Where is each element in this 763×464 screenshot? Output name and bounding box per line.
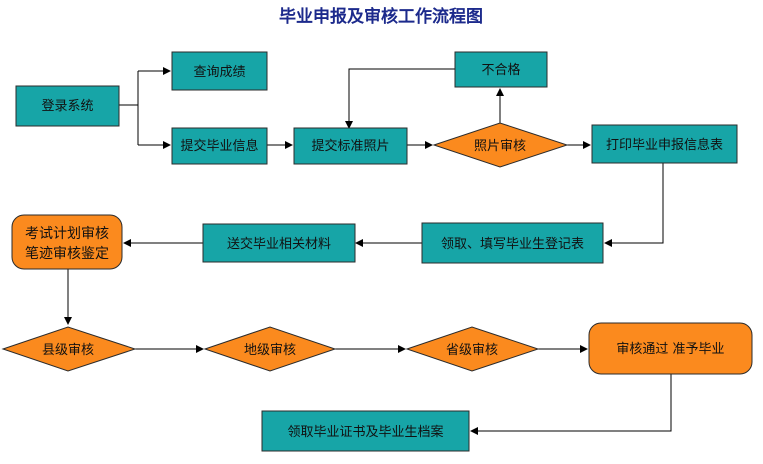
arrow-to-receive-certificate — [470, 374, 672, 435]
node-submit-grad-info: 提交毕业信息 — [171, 127, 268, 165]
node-print-form-label: 打印毕业申报信息表 — [606, 137, 723, 153]
arrow-back-to-submit-photo — [345, 68, 455, 129]
node-exam-plan: 考试计划审核 笔迹审核鉴定 — [11, 214, 123, 270]
node-prefecture-review-label: 地级审核 — [244, 343, 296, 358]
node-print-form: 打印毕业申报信息表 — [591, 124, 738, 164]
node-send-materials-label: 送交毕业相关材料 — [227, 236, 331, 252]
node-province-review: 省级审核 — [405, 326, 540, 372]
node-photo-review-label: 照片审核 — [474, 139, 526, 154]
node-query-scores-label: 查询成绩 — [193, 65, 245, 80]
node-province-review-label: 省级审核 — [446, 343, 498, 358]
node-receive-certificate: 领取毕业证书及毕业生档案 — [261, 410, 470, 452]
node-send-materials: 送交毕业相关材料 — [202, 223, 356, 263]
node-login: 登录系统 — [15, 85, 120, 127]
node-receive-certificate-label: 领取毕业证书及毕业生档案 — [287, 425, 443, 440]
node-photo-review: 照片审核 — [432, 122, 569, 168]
node-submit-photo-label: 提交标准照片 — [311, 138, 389, 154]
arrow-to-collect-form — [604, 163, 664, 247]
node-prefecture-review: 地级审核 — [203, 326, 337, 372]
node-collect-form: 领取、填写毕业生登记表 — [421, 222, 604, 264]
node-login-label: 登录系统 — [41, 99, 93, 114]
node-query-scores: 查询成绩 — [171, 51, 268, 91]
node-submit-photo: 提交标准照片 — [293, 127, 408, 165]
node-exam-plan-line2: 笔迹审核鉴定 — [25, 246, 109, 262]
node-exam-plan-line1: 考试计划审核 — [25, 226, 109, 242]
diagram-title: 毕业申报及审核工作流程图 — [279, 6, 483, 27]
connectors — [64, 67, 672, 435]
node-unqualified-label: 不合格 — [481, 62, 520, 78]
node-approved: 审核通过 准予毕业 — [588, 322, 753, 375]
node-unqualified: 不合格 — [454, 51, 548, 88]
node-approved-label: 审核通过 准予毕业 — [616, 342, 724, 357]
node-submit-grad-info-label: 提交毕业信息 — [180, 138, 258, 154]
node-county-review: 县级审核 — [1, 326, 137, 372]
node-collect-form-label: 领取、填写毕业生登记表 — [441, 237, 584, 252]
node-county-review-label: 县级审核 — [42, 343, 94, 358]
